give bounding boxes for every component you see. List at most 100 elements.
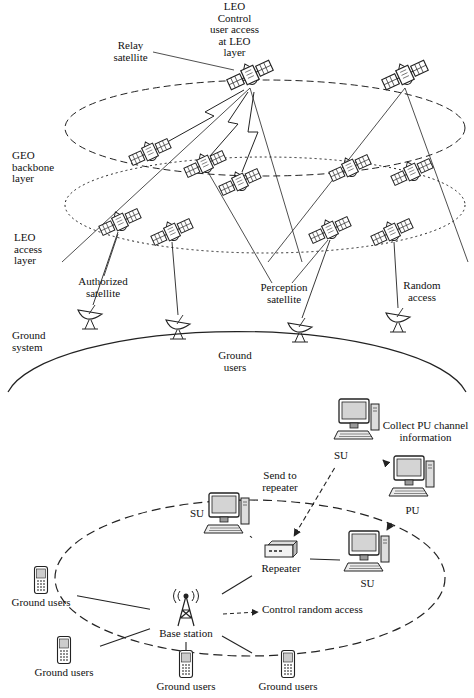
edge-label: Collect PU channel information bbox=[378, 420, 473, 443]
layer-ellipse bbox=[65, 80, 465, 176]
ground-dish bbox=[166, 315, 190, 339]
computer-icon bbox=[344, 563, 383, 571]
computer-icon bbox=[352, 534, 376, 551]
ground-dish bbox=[78, 305, 410, 342]
device-label: Ground users bbox=[150, 681, 222, 693]
computer-icon bbox=[426, 461, 434, 487]
device-node: SU bbox=[190, 490, 250, 540]
phone-icon bbox=[34, 566, 48, 594]
repeater-icon bbox=[293, 541, 297, 557]
repeater-icon bbox=[265, 545, 293, 557]
device-label: SU bbox=[350, 578, 385, 590]
computer-icon bbox=[339, 399, 369, 423]
base-station-icon bbox=[184, 594, 189, 599]
link-line bbox=[185, 642, 186, 650]
computer-icon bbox=[339, 434, 371, 437]
annotation-label: Random access bbox=[396, 280, 448, 303]
coverage-ellipse bbox=[55, 500, 445, 656]
link-line bbox=[222, 636, 252, 653]
annotation-label: LEO access layer bbox=[14, 232, 56, 267]
satellite bbox=[126, 133, 173, 169]
phone-icon bbox=[58, 637, 71, 664]
annotation-label: LEO Control user access at LEO layer bbox=[208, 1, 261, 59]
device-label: Repeater bbox=[252, 563, 310, 575]
device-node: SU bbox=[328, 398, 383, 468]
computer-icon bbox=[243, 502, 247, 505]
phone-icon bbox=[281, 650, 295, 678]
ground-dish bbox=[78, 305, 102, 329]
dashed-arrow bbox=[383, 460, 385, 462]
satellite bbox=[388, 153, 435, 189]
device-node: Ground users bbox=[150, 650, 222, 696]
link-line bbox=[310, 559, 340, 560]
satellite bbox=[96, 54, 435, 249]
device-label: Ground users bbox=[252, 681, 324, 693]
leader-line bbox=[292, 240, 328, 283]
wireless-link bbox=[160, 90, 244, 146]
satellite bbox=[379, 54, 430, 93]
device-label: SU bbox=[328, 450, 354, 462]
satellite bbox=[326, 149, 373, 185]
phone-icon bbox=[60, 651, 68, 660]
control-arrow bbox=[223, 612, 258, 614]
annotation-label: Control random access bbox=[262, 604, 382, 616]
link-line bbox=[222, 576, 252, 594]
repeater-icon bbox=[268, 541, 297, 545]
dashed-arrow bbox=[387, 523, 391, 530]
coverage-line bbox=[268, 88, 468, 262]
dashed-arrow bbox=[294, 468, 335, 536]
device-node: Repeater bbox=[252, 536, 310, 580]
wireless-link bbox=[242, 92, 258, 172]
computer-icon bbox=[336, 398, 380, 442]
computer-icon bbox=[428, 465, 432, 468]
device-node: Base station bbox=[150, 590, 222, 642]
annotation-label: Ground users bbox=[210, 350, 260, 373]
coverage-ellipse bbox=[55, 500, 445, 656]
device-node: Ground users bbox=[28, 636, 100, 682]
computer-icon bbox=[394, 456, 424, 480]
annotation-label: Relay satellite bbox=[108, 40, 153, 63]
access-line bbox=[172, 242, 178, 315]
device-label: SU bbox=[190, 508, 208, 520]
computer-icon bbox=[397, 459, 421, 476]
device-label: Ground users bbox=[5, 597, 77, 609]
device-node: Ground users bbox=[252, 650, 324, 696]
phone-icon bbox=[35, 567, 48, 594]
computer-icon bbox=[209, 528, 241, 531]
coverage-line bbox=[62, 88, 302, 262]
computer-icon bbox=[381, 536, 389, 562]
ground-dish bbox=[288, 318, 312, 342]
leader-line bbox=[104, 52, 328, 283]
base-station-icon bbox=[178, 596, 194, 626]
control-arrow bbox=[223, 612, 258, 614]
access-line bbox=[302, 240, 330, 318]
computer-icon bbox=[220, 517, 228, 522]
device-label: Base station bbox=[150, 628, 222, 640]
device-node: Ground users bbox=[5, 566, 77, 612]
computer-icon bbox=[371, 404, 379, 430]
leader-line bbox=[104, 234, 118, 276]
computer-icon bbox=[206, 492, 250, 536]
computer-icon bbox=[405, 480, 413, 485]
phone-icon bbox=[284, 665, 292, 674]
device-node: PU bbox=[385, 455, 440, 523]
computer-icon bbox=[212, 496, 236, 513]
link-line bbox=[100, 629, 150, 647]
layer-ellipse bbox=[8, 80, 466, 392]
phone-icon bbox=[182, 665, 190, 674]
computer-icon bbox=[389, 488, 428, 496]
repeater-icon bbox=[269, 550, 282, 552]
computer-icon bbox=[383, 540, 387, 543]
link-line bbox=[250, 536, 252, 538]
access-line bbox=[394, 242, 398, 308]
satellite bbox=[224, 54, 275, 93]
computer-icon bbox=[334, 431, 373, 439]
access-line bbox=[93, 232, 398, 318]
phone-icon bbox=[37, 569, 46, 578]
computer-icon bbox=[209, 493, 239, 517]
phone-icon bbox=[182, 653, 191, 662]
computer-icon bbox=[349, 566, 381, 569]
edge-label: Send to repeater bbox=[255, 470, 305, 493]
